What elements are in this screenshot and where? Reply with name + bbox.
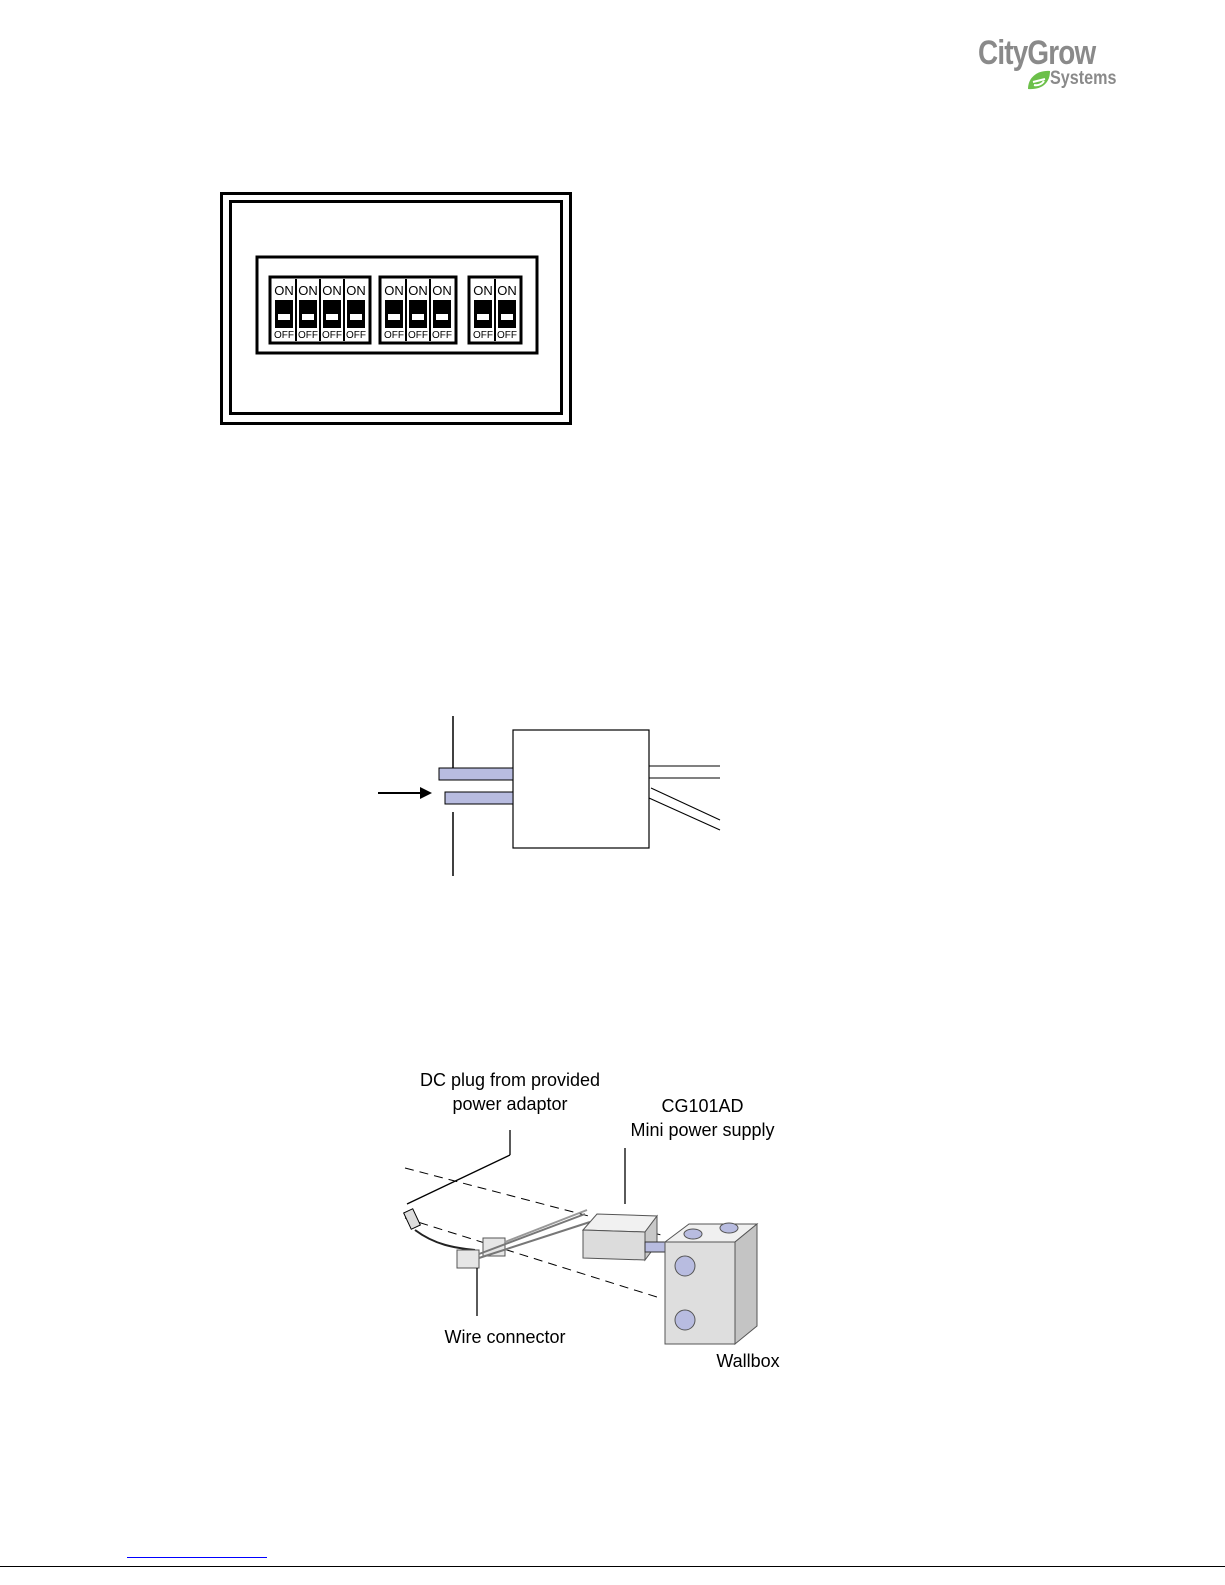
dip-on-label: ON [298,283,318,298]
dip-switch[interactable]: ON OFF [274,283,294,341]
wire-connector-icon [457,1250,479,1268]
dip-switch[interactable]: ON OFF [320,279,342,341]
wallbox-label: Wallbox [706,1349,790,1373]
connection-diagram [370,712,730,880]
wallbox-icon [665,1242,735,1344]
dip-off-label: OFF [408,330,428,341]
dip-switch[interactable]: ON OFF [430,279,452,341]
dip-switch[interactable]: ON OFF [495,279,517,341]
dip-lever [388,314,400,320]
dip-switch[interactable]: ON OFF [406,279,428,341]
wallbox-knockout-icon [675,1310,695,1330]
dip-on-label: ON [432,283,452,298]
dip-lever [302,314,314,320]
dip-on-label: ON [473,283,493,298]
citygrow-logo: CityGrow Systems [978,34,1128,96]
dip-off-label: OFF [274,330,294,341]
dip-on-label: ON [274,283,294,298]
logo-subtitle: Systems [1050,68,1116,90]
pin-lower [445,792,513,804]
dip-switch[interactable]: ON OFF [296,279,318,341]
dip-off-label: OFF [473,330,493,341]
dip-off-label: OFF [298,330,318,341]
dc-plug-label-line1: DC plug from provided [405,1068,615,1092]
dc-plug-label: DC plug from provided power adaptor [405,1068,615,1116]
dip-on-label: ON [322,283,342,298]
dip-lever [326,314,338,320]
dip-lever [350,314,362,320]
supply-model-label: CG101AD [610,1094,795,1118]
mini-power-supply-top [583,1214,657,1232]
dip-switch-panel: ON OFF ON OFF ON OFF ON OFF ON OFF ON OFF ON OFF ON OFF… [220,192,572,425]
supply-pins-icon [645,1242,667,1252]
supply-label: CG101AD Mini power supply [610,1094,795,1142]
dip-on-label: ON [384,283,404,298]
supply-name-label: Mini power supply [610,1118,795,1142]
dip-lever [278,314,290,320]
dip-switch[interactable]: ON OFF [473,283,493,341]
dip-lever [477,314,489,320]
dip-switch[interactable]: ON OFF [384,283,404,341]
dip-on-label: ON [408,283,428,298]
logo-wordmark: CityGrow [978,34,1095,72]
dip-lever [501,314,513,320]
wire-connector-label: Wire connector [432,1325,578,1349]
dip-off-label: OFF [384,330,404,341]
power-supply-box [513,730,649,848]
dc-plug-icon [404,1209,421,1230]
dc-plug-label-line2: power adaptor [405,1092,615,1116]
dip-off-label: OFF [322,330,342,341]
wallbox-knockout-icon [675,1256,695,1276]
dip-switch-groups: ON OFF ON OFF ON OFF ON OFF ON OFF ON OFF ON OFF ON OFF… [270,277,521,343]
dip-on-label: ON [497,283,517,298]
e-leaf-icon [1026,69,1052,91]
dip-lever [412,314,424,320]
footer-link-underline[interactable] [127,1557,267,1558]
pin-upper [439,768,513,780]
footer-rule [0,1566,1225,1567]
dip-lever [436,314,448,320]
mini-power-supply-icon [583,1230,645,1260]
arrow-head-icon [420,787,432,799]
dip-off-label: OFF [497,330,517,341]
dip-off-label: OFF [346,330,366,341]
dip-off-label: OFF [432,330,452,341]
dip-on-label: ON [346,283,366,298]
dip-switch[interactable]: ON OFF [344,279,366,341]
